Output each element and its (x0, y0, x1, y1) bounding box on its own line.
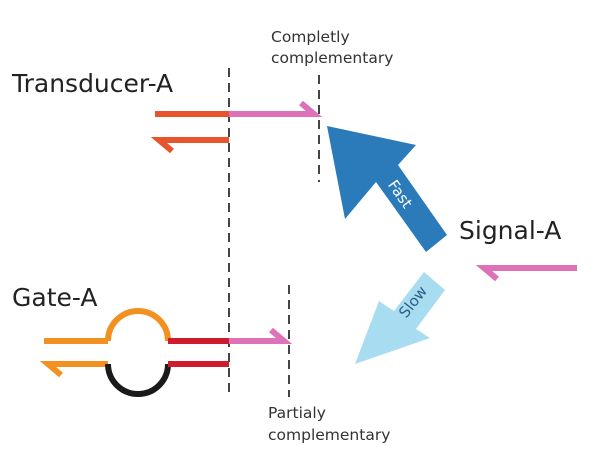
fast-arrow: Fast (327, 126, 447, 252)
gate-bottom-black-loop (105, 363, 171, 397)
gate-bottom-orange-left (39, 361, 108, 378)
transducer-bottom-strand (150, 137, 229, 154)
gate-top-orange-loop (105, 308, 171, 342)
gate-label: Gate-A (12, 283, 97, 312)
transducer-top-strand-pink (229, 100, 323, 117)
completely-complementary-line2: complementary (271, 49, 393, 67)
gate-top-pink (229, 327, 293, 344)
fast-arrow-shape (327, 126, 447, 252)
completely-complementary-line1: Completly (271, 28, 350, 46)
gate-complex (39, 308, 293, 397)
slow-arrow: Slow (355, 272, 445, 364)
signal-label: Signal-A (459, 216, 561, 245)
partially-complementary-line1: Partialy (268, 404, 326, 422)
partially-complementary-line2: complementary (268, 426, 390, 444)
transducer-complex (150, 100, 323, 154)
slow-arrow-shape (355, 272, 445, 364)
transducer-label: Transducer-A (11, 69, 173, 98)
signal-strand (475, 265, 577, 282)
